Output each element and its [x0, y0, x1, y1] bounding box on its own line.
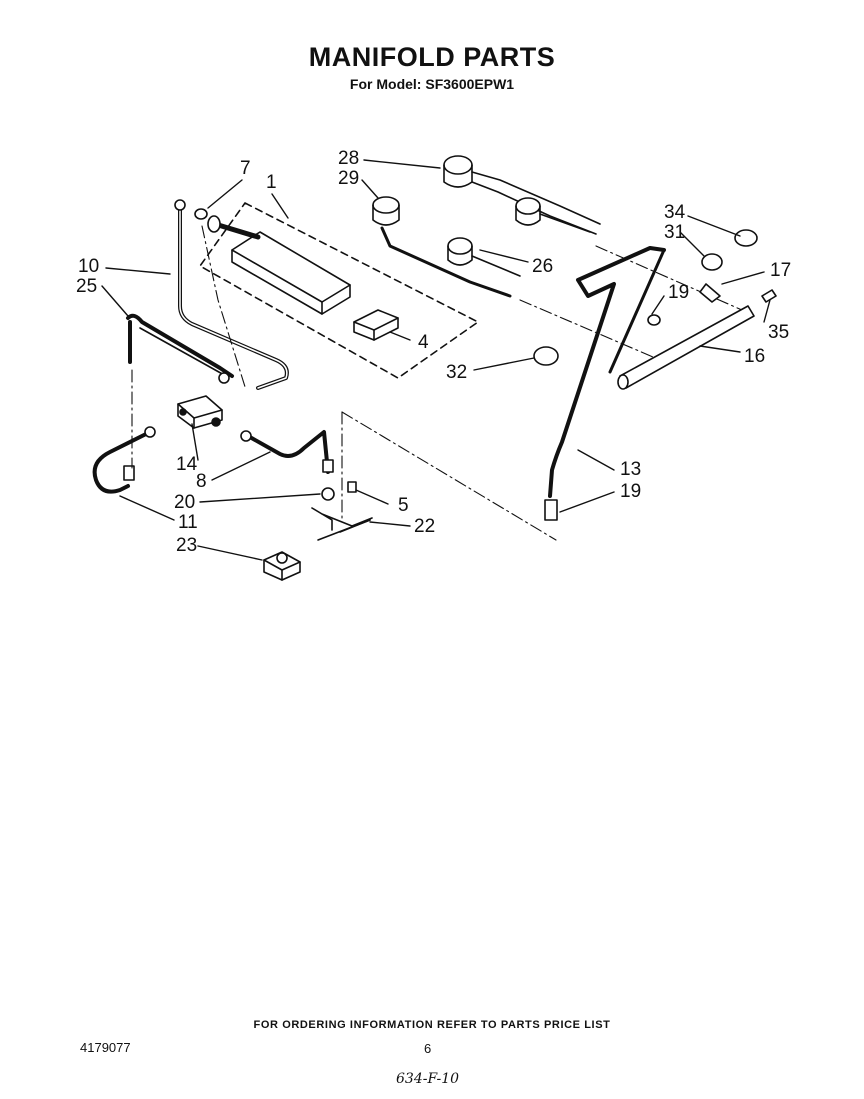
- gas-tube-part-10: [174, 199, 289, 390]
- callout-32: 32: [446, 362, 467, 383]
- valve-part-14: [177, 395, 223, 429]
- tube-part-13: [544, 246, 666, 521]
- burner-part-29: [372, 196, 512, 298]
- callout-31: 31: [664, 222, 685, 243]
- screw-part-35: [761, 289, 777, 303]
- leader-lines: [101, 159, 771, 561]
- callout-28: 28: [338, 148, 359, 169]
- callout-34: 34: [664, 202, 686, 223]
- knob-part-31: [701, 253, 723, 271]
- callout-1: 1: [266, 172, 277, 193]
- callout-19-upper: 19: [668, 282, 689, 303]
- callout-29: 29: [338, 168, 359, 189]
- manifold-pan-outline: [199, 202, 479, 379]
- fitting-part-17: [699, 283, 721, 303]
- burner-part-26b: [447, 237, 521, 277]
- manifold-pan-part: [207, 215, 351, 315]
- assembly-center-lines: [131, 225, 743, 541]
- page-title: MANIFOLD PARTS: [308, 42, 556, 72]
- callout-25: 25: [76, 276, 97, 297]
- callout-22: 22: [414, 516, 435, 537]
- tube-part-25: [126, 313, 234, 384]
- ordering-note: FOR ORDERING INFORMATION REFER TO PARTS …: [253, 1019, 611, 1031]
- tube-part-11: [92, 426, 156, 494]
- callout-11: 11: [178, 512, 198, 533]
- callout-19-lower: 19: [620, 481, 641, 502]
- model-subtitle: For Model: SF3600EPW1: [349, 76, 515, 92]
- page-number: 6: [424, 1041, 432, 1056]
- callout-23: 23: [176, 535, 197, 556]
- knob-part-34: [734, 229, 758, 247]
- callout-26: 26: [532, 256, 553, 277]
- callout-5: 5: [398, 495, 409, 516]
- fitting-part-19: [647, 314, 661, 326]
- callout-labels: 7 1 10 25 4 14 8 20 5 22 11 23 28 29 26 …: [76, 148, 791, 556]
- callout-7: 7: [240, 158, 251, 179]
- callout-17: 17: [770, 260, 791, 281]
- bracket-part-4: [353, 309, 399, 341]
- cap-part-32: [533, 346, 559, 366]
- callout-10: 10: [78, 256, 99, 277]
- manifold-pipe-part-16: [617, 305, 755, 390]
- callout-13: 13: [620, 459, 641, 480]
- callout-16: 16: [744, 346, 765, 367]
- callout-8: 8: [196, 471, 207, 492]
- document-number: 4179077: [80, 1040, 131, 1055]
- handwritten-code: 634-F-10: [396, 1071, 460, 1087]
- callout-14: 14: [176, 454, 198, 475]
- callout-20: 20: [174, 492, 195, 513]
- tube-part-8: [240, 430, 334, 474]
- bracket-part-22: [311, 481, 373, 541]
- callout-35: 35: [768, 322, 789, 343]
- burner-part-26a: [515, 197, 591, 233]
- regulator-part-23: [263, 551, 301, 581]
- callout-4: 4: [418, 332, 429, 353]
- burner-part-28: [443, 155, 601, 235]
